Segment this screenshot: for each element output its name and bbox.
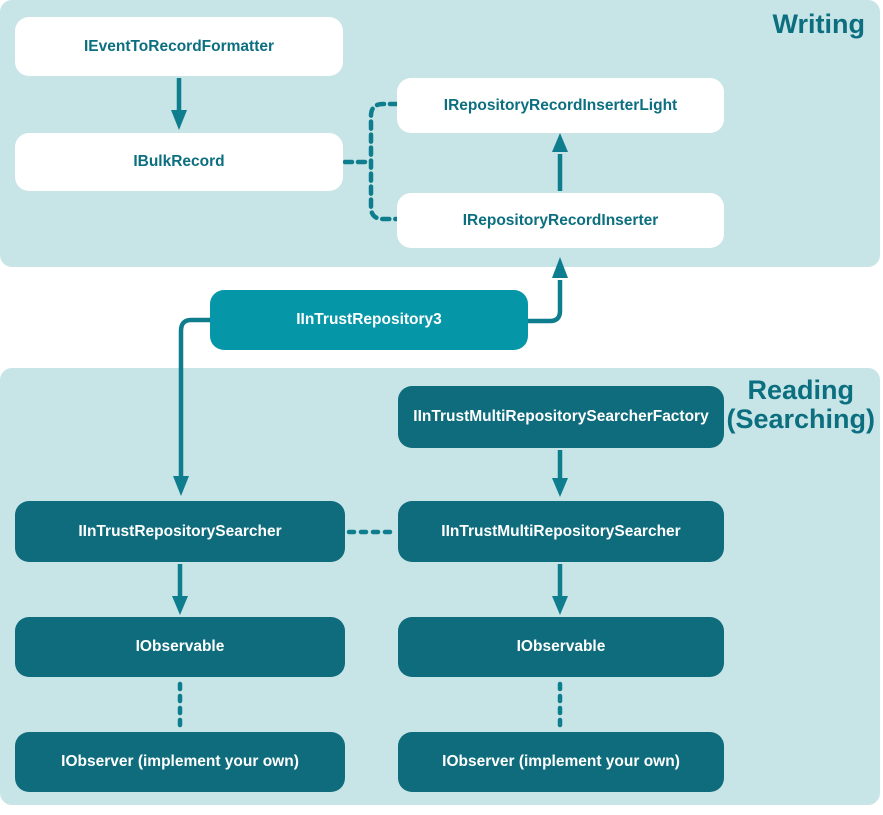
- node-label: IInTrustRepositorySearcher: [78, 522, 282, 540]
- node-ibulkrecord: IBulkRecord: [15, 133, 343, 191]
- node-label: IInTrustMultiRepositorySearcherFactory: [413, 408, 709, 425]
- node-label: IInTrustRepository3: [296, 311, 442, 328]
- node-irepositoryrecordinserter: IRepositoryRecordInserter: [397, 193, 724, 248]
- node-iobservable-left: IObservable: [15, 617, 345, 677]
- node-label: IObserver (implement your own): [61, 753, 299, 770]
- reading-section-label: Reading (Searching): [726, 376, 875, 434]
- connector-elbow: [528, 280, 563, 324]
- node-iobserver-left: IObserver (implement your own): [15, 732, 345, 792]
- reading-section-label-line1: Reading: [747, 375, 854, 405]
- node-iintrustmultirepositorysearcher: IInTrustMultiRepositorySearcher: [398, 501, 724, 562]
- reading-section-label-line2: (Searching): [726, 404, 875, 434]
- node-iobservable-right: IObservable: [398, 617, 724, 677]
- node-label: IObservable: [516, 638, 606, 655]
- node-label: IEventToRecordFormatter: [83, 37, 275, 55]
- node-label: IObservable: [135, 638, 225, 655]
- writing-section-label: Writing: [772, 9, 865, 39]
- node-label: IBulkRecord: [133, 153, 225, 170]
- node-label: IInTrustMultiRepositorySearcher: [441, 522, 681, 540]
- node-iintrustrepositorysearcher: IInTrustRepositorySearcher: [15, 501, 345, 562]
- node-ieventtorecordformatter: IEventToRecordFormatter: [15, 17, 343, 76]
- node-irepositoryrecordinserterlight: IRepositoryRecordInserterLight: [397, 78, 724, 133]
- node-label: IObserver (implement your own): [442, 753, 680, 770]
- node-label: IRepositoryRecordInserter: [462, 211, 659, 229]
- node-label: IRepositoryRecordInserterLight: [443, 96, 678, 114]
- node-iintrustmultirepositorysearcherfactory: IInTrustMultiRepositorySearcherFactory: [398, 386, 724, 448]
- node-iintrustrepository3: IInTrustRepository3: [210, 290, 528, 350]
- node-iobserver-right: IObserver (implement your own): [398, 732, 724, 792]
